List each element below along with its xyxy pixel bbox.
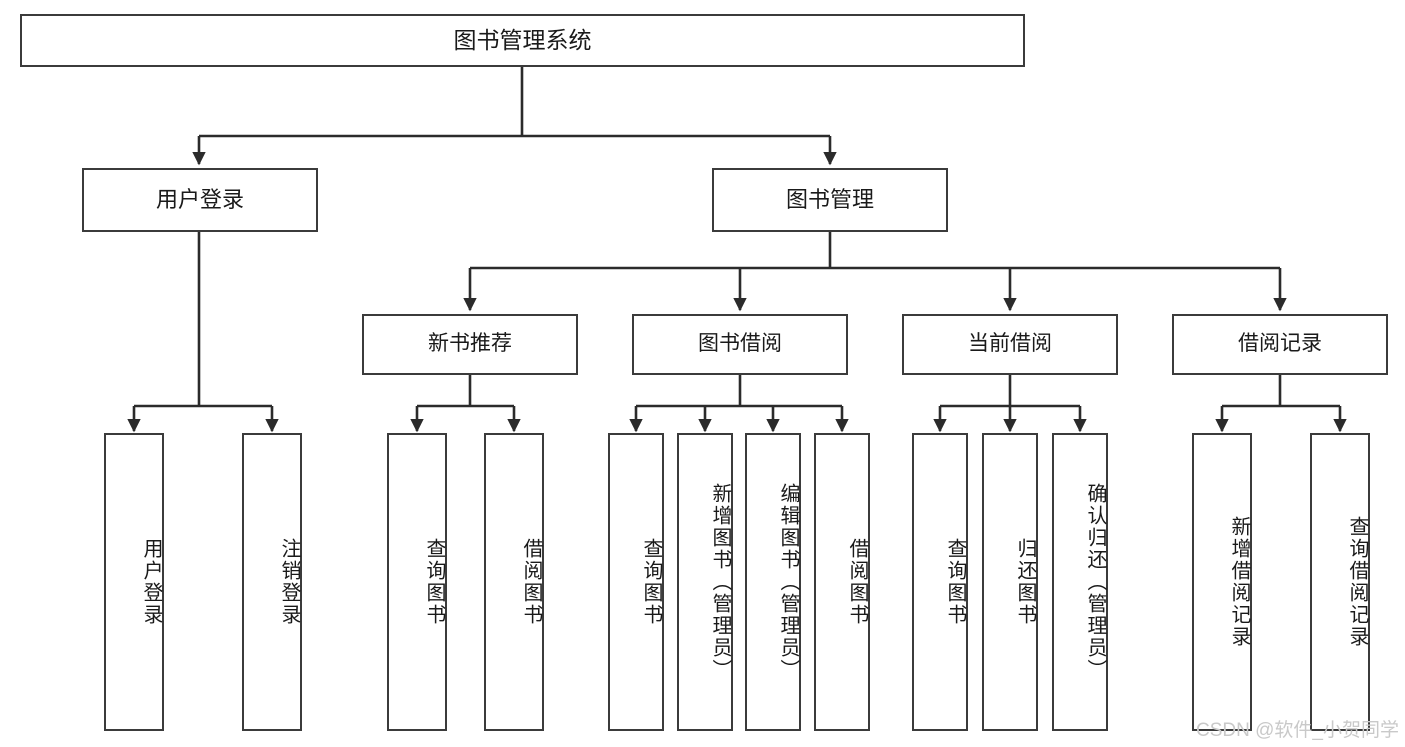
- node-label: 查询图书: [423, 538, 445, 626]
- node-label: 归还图书: [1014, 538, 1036, 626]
- node-label: 编辑图书（管理员）: [777, 483, 799, 681]
- watermark-credit: CSDN @软件_小贺同学: [1196, 720, 1399, 741]
- node-label: 借阅记录: [1238, 332, 1322, 356]
- node-label: 借阅图书: [846, 538, 868, 626]
- node-label: 借阅图书: [520, 538, 542, 626]
- node-label: 新增借阅记录: [1228, 516, 1250, 648]
- node-label: 图书借阅: [698, 332, 782, 356]
- node-label: 确认归还（管理员）: [1084, 483, 1106, 681]
- node-label: 当前借阅: [968, 332, 1052, 356]
- leaf-record-query-record[interactable]: 查询借阅记录: [1310, 433, 1370, 731]
- leaf-record-add-record[interactable]: 新增借阅记录: [1192, 433, 1252, 731]
- node-label: 新书推荐: [428, 332, 512, 356]
- node-label: 用户登录: [140, 538, 162, 626]
- node-root-system[interactable]: 图书管理系统: [20, 14, 1025, 67]
- node-label: 新增图书（管理员）: [709, 483, 731, 681]
- node-borrow-record[interactable]: 借阅记录: [1172, 314, 1388, 375]
- node-book-management[interactable]: 图书管理: [712, 168, 948, 232]
- node-label: 查询图书: [640, 538, 662, 626]
- leaf-borrow-query-book[interactable]: 查询图书: [608, 433, 664, 731]
- leaf-current-return-book[interactable]: 归还图书: [982, 433, 1038, 731]
- leaf-borrow-borrow-book[interactable]: 借阅图书: [814, 433, 870, 731]
- node-current-borrow[interactable]: 当前借阅: [902, 314, 1118, 375]
- node-book-borrow[interactable]: 图书借阅: [632, 314, 848, 375]
- node-label: 图书管理系统: [453, 27, 592, 54]
- leaf-recommend-borrow-book[interactable]: 借阅图书: [484, 433, 544, 731]
- node-label: 查询图书: [944, 538, 966, 626]
- node-user-login[interactable]: 用户登录: [82, 168, 318, 232]
- leaf-borrow-add-book-admin[interactable]: 新增图书（管理员）: [677, 433, 733, 731]
- node-label: 用户登录: [155, 187, 244, 213]
- node-label: 图书管理: [785, 187, 874, 213]
- leaf-borrow-edit-book-admin[interactable]: 编辑图书（管理员）: [745, 433, 801, 731]
- leaf-recommend-query-book[interactable]: 查询图书: [387, 433, 447, 731]
- leaf-current-confirm-return-admin[interactable]: 确认归还（管理员）: [1052, 433, 1108, 731]
- leaf-user-login-login[interactable]: 用户登录: [104, 433, 164, 731]
- leaf-user-login-logout[interactable]: 注销登录: [242, 433, 302, 731]
- node-label: 查询借阅记录: [1346, 516, 1368, 648]
- leaf-current-query-book[interactable]: 查询图书: [912, 433, 968, 731]
- node-new-book-recommend[interactable]: 新书推荐: [362, 314, 578, 375]
- node-label: 注销登录: [278, 538, 300, 626]
